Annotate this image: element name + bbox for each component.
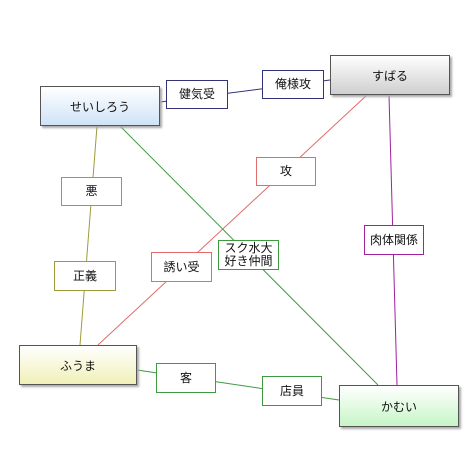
- edge-label-kenki-uke: 健気受: [166, 80, 228, 109]
- node-subaru[interactable]: すばる: [330, 55, 450, 95]
- edge-subaru-fuuma: [97, 94, 368, 346]
- edge-label-aku: 悪: [61, 177, 122, 206]
- node-seishirou[interactable]: せいしろう: [40, 86, 160, 126]
- edge-seishirou-fuuma: [79, 125, 98, 346]
- edge-label-sasoi-uke: 誘い受: [151, 252, 212, 282]
- edge-label-seigi: 正義: [54, 261, 116, 291]
- node-kamui[interactable]: かむい: [339, 385, 459, 427]
- edge-label-sukumizu: スク水大好き仲間: [218, 240, 279, 270]
- edge-label-ore-sama-seme: 俺様攻: [262, 70, 324, 99]
- edge-label-kyaku: 客: [156, 363, 216, 393]
- edge-label-seme: 攻: [256, 157, 316, 186]
- node-fuuma[interactable]: ふうま: [19, 345, 137, 385]
- edge-label-tenin: 店員: [262, 376, 322, 406]
- edge-label-nikutai-kankei: 肉体関係: [364, 225, 424, 255]
